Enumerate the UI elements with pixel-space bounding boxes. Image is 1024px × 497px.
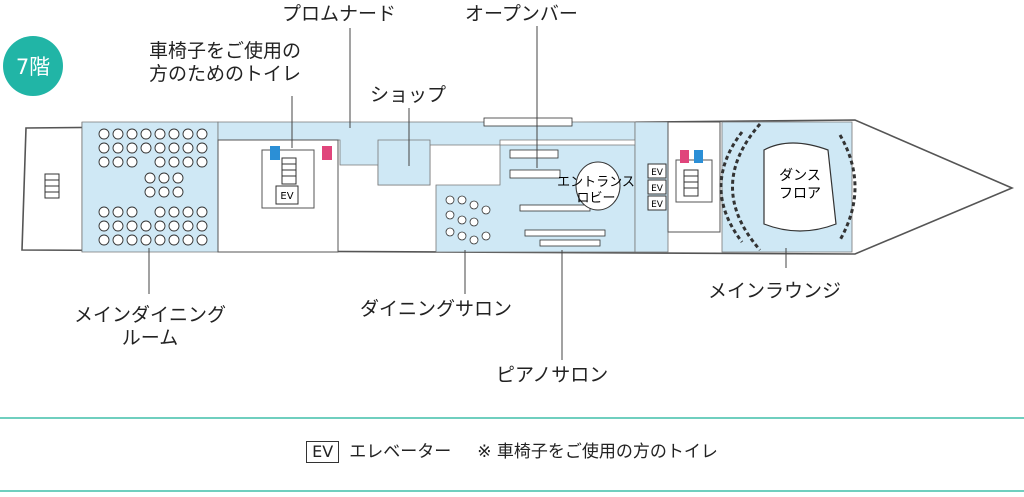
main-dining-label: メインダイニング ルーム	[50, 304, 250, 350]
ladies-toilet-icon-fore	[680, 150, 689, 163]
promenade-label: プロムナード	[282, 3, 397, 25]
ev-tag: EV	[651, 184, 664, 194]
ev-tag: EV	[280, 191, 293, 202]
legend-top-rule	[0, 417, 1024, 419]
deck-plan: EV EV EV EV エントランス ロビー ダンス フロア	[21, 26, 1015, 360]
lounge-seating	[719, 123, 857, 251]
salon-seating	[445, 117, 606, 247]
ladies-toilet-icon	[322, 146, 332, 160]
elevator-fore: EV EV EV	[647, 163, 667, 211]
ev-tag: EV	[651, 168, 664, 178]
deck-badge: 7階	[3, 36, 63, 96]
main-dining-line-1: メインダイニング	[73, 304, 226, 326]
legend-toilet-text: ※ 車椅子をご使用の方のトイレ	[477, 442, 718, 462]
lobby-label-1: エントランス	[557, 175, 635, 190]
accessible-toilet-line-1: 車椅子をご使用の	[148, 40, 301, 62]
dance-floor-label-1: ダンス	[779, 168, 821, 184]
lobby-label-2: ロビー	[576, 191, 615, 206]
gents-toilet-icon	[270, 146, 280, 160]
ev-tag: EV	[651, 200, 664, 210]
accessible-toilet-line-2: 方のためのトイレ	[148, 63, 301, 85]
elevator-aft: EV	[275, 185, 299, 205]
accessible-toilet-label: 車椅子をご使用の 方のためのトイレ	[130, 40, 320, 86]
main-lounge-label: メインラウンジ	[708, 280, 842, 302]
legend-ev-key: EV	[306, 441, 340, 463]
legend-bottom-rule	[0, 490, 1024, 492]
dining-tables	[98, 128, 208, 246]
dance-floor-shape	[763, 142, 837, 232]
legend-ev-text: エレベーター	[349, 442, 452, 462]
dance-floor-label-2: フロア	[779, 186, 821, 202]
piano-salon-oval	[575, 161, 621, 211]
piano-salon-label: ピアノサロン	[496, 364, 609, 386]
stern-stairs	[44, 173, 60, 199]
legend: EV エレベーター ※ 車椅子をご使用の方のトイレ	[0, 440, 1024, 464]
shop-floor	[377, 139, 431, 186]
shop-label: ショップ	[370, 84, 447, 106]
core-stairs	[281, 157, 699, 197]
gents-toilet-icon-fore	[694, 150, 703, 163]
leader-lines	[148, 26, 787, 360]
open-bar-label: オープンバー	[465, 3, 578, 25]
main-dining-line-2: ルーム	[121, 327, 179, 349]
dining-salon-label: ダイニングサロン	[360, 298, 513, 320]
